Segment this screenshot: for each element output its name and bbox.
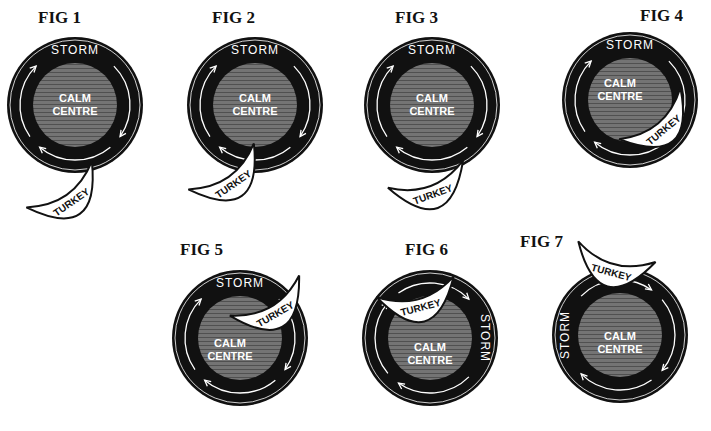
figure-label: FIG 2 xyxy=(212,8,255,28)
storm-ring-fill xyxy=(172,270,308,406)
wind-arrowhead xyxy=(585,61,591,67)
wind-arrowhead xyxy=(662,364,668,371)
calm-centre-fill xyxy=(213,63,297,147)
wind-arrow xyxy=(40,147,111,160)
figure-label: FIG 5 xyxy=(180,240,223,260)
turkey-crescent-shape xyxy=(569,241,656,296)
storm-ring-fill xyxy=(7,37,143,173)
storm-label: STORM xyxy=(606,39,654,51)
calm-centre-label: CALM CENTRE xyxy=(593,77,647,102)
storm-ring-line xyxy=(367,40,497,170)
wind-arrowhead xyxy=(595,142,602,148)
wind-arrow xyxy=(397,147,468,160)
calm-centre-fill xyxy=(390,63,474,147)
wind-arrowhead xyxy=(40,147,47,153)
wind-arrowhead xyxy=(387,66,393,72)
calm-centre-label: CALM CENTRE xyxy=(228,92,282,117)
figure-label: FIG 4 xyxy=(640,6,683,26)
storm-label: STORM xyxy=(51,44,99,56)
figure-label: FIG 6 xyxy=(405,240,448,260)
calm-centre-label: CALM CENTRE xyxy=(203,337,257,362)
storm-label: STORM xyxy=(216,277,264,289)
calm-centre-fill xyxy=(388,296,472,380)
wind-arrowhead xyxy=(645,284,652,290)
calm-centre-label: CALM CENTRE xyxy=(405,92,459,117)
storm-label: STORM xyxy=(559,311,571,359)
calm-centre-label: CALM CENTRE xyxy=(48,92,102,117)
wind-arrowhead xyxy=(30,66,36,72)
calm-centre-label: CALM CENTRE xyxy=(403,341,457,366)
wind-arrow xyxy=(375,303,388,374)
storm-ring: FIG 1STORMCALM CENTRE xyxy=(7,37,143,173)
turkey-crescent-shape xyxy=(230,276,317,347)
calm-centre: CALM CENTRE xyxy=(390,63,474,147)
storm-label: STORM xyxy=(231,44,279,56)
calm-centre: CALM CENTRE xyxy=(578,293,662,377)
turkey-crescent: TURKEY xyxy=(385,156,480,228)
wind-arrow xyxy=(205,380,276,393)
wind-arrowhead xyxy=(210,66,216,72)
storm-ring-line xyxy=(175,273,305,403)
wind-arrowhead xyxy=(398,383,405,389)
turkey-crescent-shape xyxy=(619,88,703,167)
turkey-crescent-shape xyxy=(376,276,463,331)
wind-arrowhead xyxy=(463,293,469,299)
wind-arrowhead xyxy=(285,363,291,370)
figure-label: FIG 7 xyxy=(520,232,563,252)
storm-ring-line xyxy=(365,273,495,403)
storm-ring: FIG 3STORMCALM CENTRE xyxy=(364,37,500,173)
storm-ring-fill xyxy=(364,37,500,173)
calm-centre-fill xyxy=(33,63,117,147)
turkey-crescent-shape xyxy=(26,161,112,236)
wind-arrowhead xyxy=(195,299,201,305)
wind-arrowhead xyxy=(477,130,483,137)
wind-arrowhead xyxy=(397,147,404,153)
storm-label: STORM xyxy=(479,314,491,362)
storm-ring-fill xyxy=(362,270,498,406)
storm-ring-line xyxy=(10,40,140,170)
storm-ring-line xyxy=(555,270,685,400)
calm-centre-fill xyxy=(578,293,662,377)
storm-label: STORM xyxy=(408,44,456,56)
figure-label: FIG 3 xyxy=(395,8,438,28)
calm-centre: CALM CENTRE xyxy=(213,63,297,147)
turkey-crescent-shape xyxy=(388,160,475,221)
wind-arrowhead xyxy=(300,130,306,137)
wind-arrowhead xyxy=(205,380,212,386)
turkey-crescent-shape xyxy=(188,143,274,218)
wind-arrowhead xyxy=(581,374,587,380)
wind-arrowhead xyxy=(120,130,126,137)
figure-label: FIG 1 xyxy=(38,8,81,28)
storm-ring: FIG 5STORMCALM CENTRE xyxy=(172,270,308,406)
wind-arrow xyxy=(662,300,675,371)
storm-ring: FIG 6STORMCALM CENTRE xyxy=(362,270,498,406)
calm-centre-label: CALM CENTRE xyxy=(593,330,647,355)
wind-arrowhead xyxy=(220,147,227,153)
calm-centre: CALM CENTRE xyxy=(33,63,117,147)
